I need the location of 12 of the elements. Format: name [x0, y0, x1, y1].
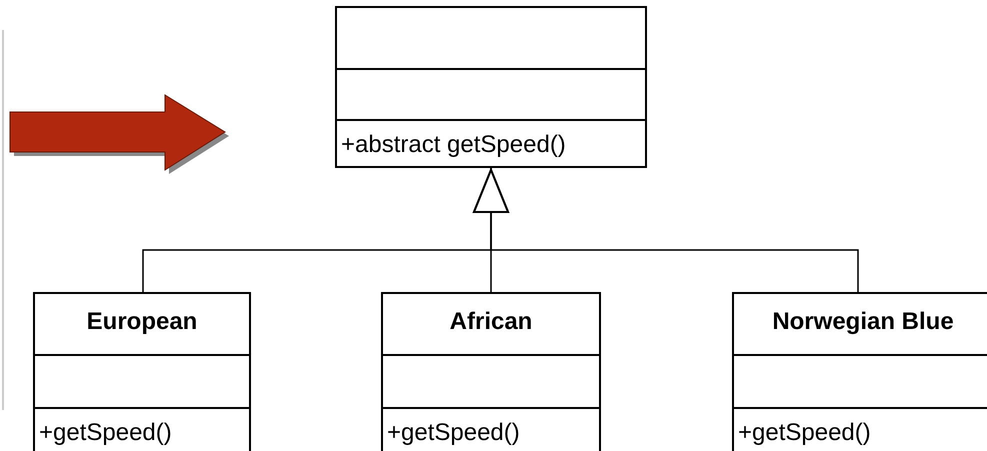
- class-name: Norwegian Blue: [771, 308, 955, 336]
- class-box: [335, 6, 647, 168]
- method-text: +getSpeed(): [387, 419, 520, 447]
- class-name: African: [448, 308, 534, 336]
- class-box: [33, 292, 251, 451]
- class-box: [381, 292, 601, 451]
- class-name: European: [86, 308, 198, 336]
- method-text: +abstract getSpeed(): [341, 131, 566, 159]
- method-text: +getSpeed(): [738, 419, 871, 447]
- class-box: [732, 292, 987, 451]
- method-text: +getSpeed(): [39, 419, 172, 447]
- generalization-connector: [473, 168, 859, 292]
